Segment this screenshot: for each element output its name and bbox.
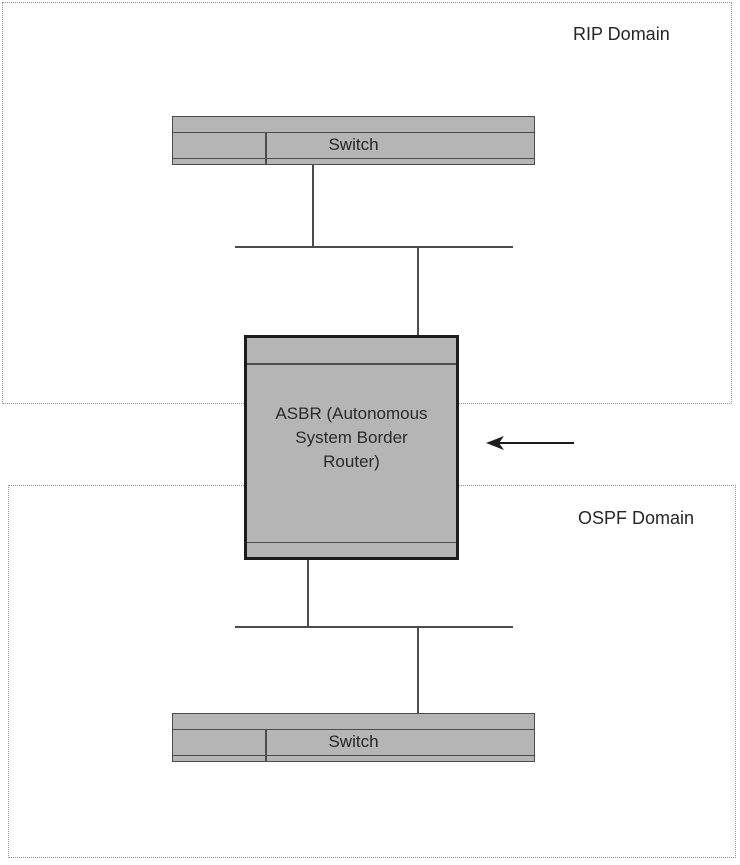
- link-top-switch-drop: [312, 165, 314, 248]
- link-top-asbr-drop: [417, 248, 419, 336]
- ospf-domain-label: OSPF Domain: [578, 508, 695, 528]
- switch-top-vertical-divider: [265, 131, 267, 164]
- rip-domain-label: RIP Domain: [573, 24, 670, 44]
- switch-bottom-divider-line: [173, 728, 534, 730]
- switch-bottom: Switch: [172, 713, 535, 762]
- link-bottom-switch-drop: [417, 628, 419, 714]
- switch-top-divider-line: [173, 131, 534, 133]
- asbr-bottom-band-line: [247, 541, 456, 543]
- switch-top: Switch: [172, 116, 535, 165]
- asbr-router: ASBR (Autonomous System Border Router): [244, 335, 459, 560]
- switch-bottom-label: Switch: [328, 731, 379, 751]
- switch-top-divider-line: [173, 157, 534, 159]
- asbr-top-band-line: [247, 363, 456, 365]
- link-bottom-bus: [235, 626, 513, 628]
- link-top-bus: [235, 246, 513, 248]
- arrow-left-icon: [486, 436, 574, 450]
- switch-bottom-divider-line: [173, 754, 534, 756]
- switch-top-label: Switch: [328, 134, 379, 154]
- asbr-label: ASBR (Autonomous System Border Router): [275, 404, 428, 471]
- link-bottom-asbr-drop: [307, 557, 309, 627]
- switch-bottom-vertical-divider: [265, 728, 267, 761]
